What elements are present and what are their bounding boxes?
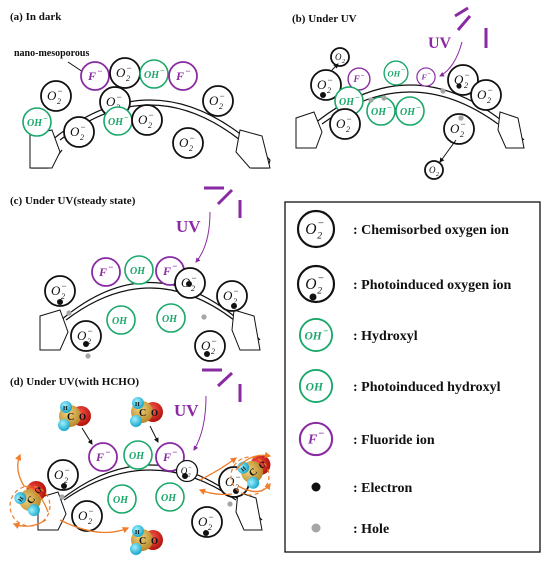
panel-b-uv-label: UV [428,35,452,52]
panel-d: (d) Under UV(with HCHO) UV [9,368,278,555]
legend-item-chemisorbed-oxygen-ion: : Chemisorbed oxygen ion [296,209,509,249]
svg-text:: Chemisorbed oxygen ion: : Chemisorbed oxygen ion [353,223,509,238]
legend-item-hole: : Hole [311,522,389,537]
svg-text:: Electron: : Electron [353,481,412,496]
panel-d-title: (d) Under UV(with HCHO) [10,376,139,388]
panel-c: (c) Under UV(steady state) UV [10,186,261,362]
legend-item-electron: : Electron [311,481,412,496]
panel-d-uv-label: UV [174,401,199,420]
panel-c-uv-label: UV [176,217,201,236]
svg-text:: Photoinduced oxygen ion: : Photoinduced oxygen ion [353,278,512,293]
legend-item-hydroxyl: : Hydroxyl [298,317,418,353]
panel-b-title: (b) Under UV [292,13,357,25]
svg-text:: Hole: : Hole [353,522,389,537]
svg-text:: Hydroxyl: : Hydroxyl [353,329,418,344]
legend-item-photoinduced-oxygen-ion: : Photoinduced oxygen ion [296,264,512,304]
svg-text:: Fluoride ion: : Fluoride ion [353,433,435,448]
hcho-molecule [130,525,163,555]
hcho-molecule [58,401,91,431]
svg-text:: Photoinduced hydroxyl: : Photoinduced hydroxyl [353,380,501,395]
legend: : Chemisorbed oxygen ion : Photoinduced … [284,201,541,553]
legend-item-photoinduced-hydroxyl: : Photoinduced hydroxyl [298,368,501,404]
nano-mesoporous-label: nano-mesoporous [14,48,89,59]
hcho-molecule [130,397,163,427]
panel-b: (b) Under UV UV [292,6,525,180]
legend-item-fluoride-ion: : Fluoride ion [298,421,435,457]
panel-c-title: (c) Under UV(steady state) [10,195,136,207]
panel-a: (a) In dark nano-mesoporous [10,11,271,169]
panel-a-title: (a) In dark [10,11,62,23]
